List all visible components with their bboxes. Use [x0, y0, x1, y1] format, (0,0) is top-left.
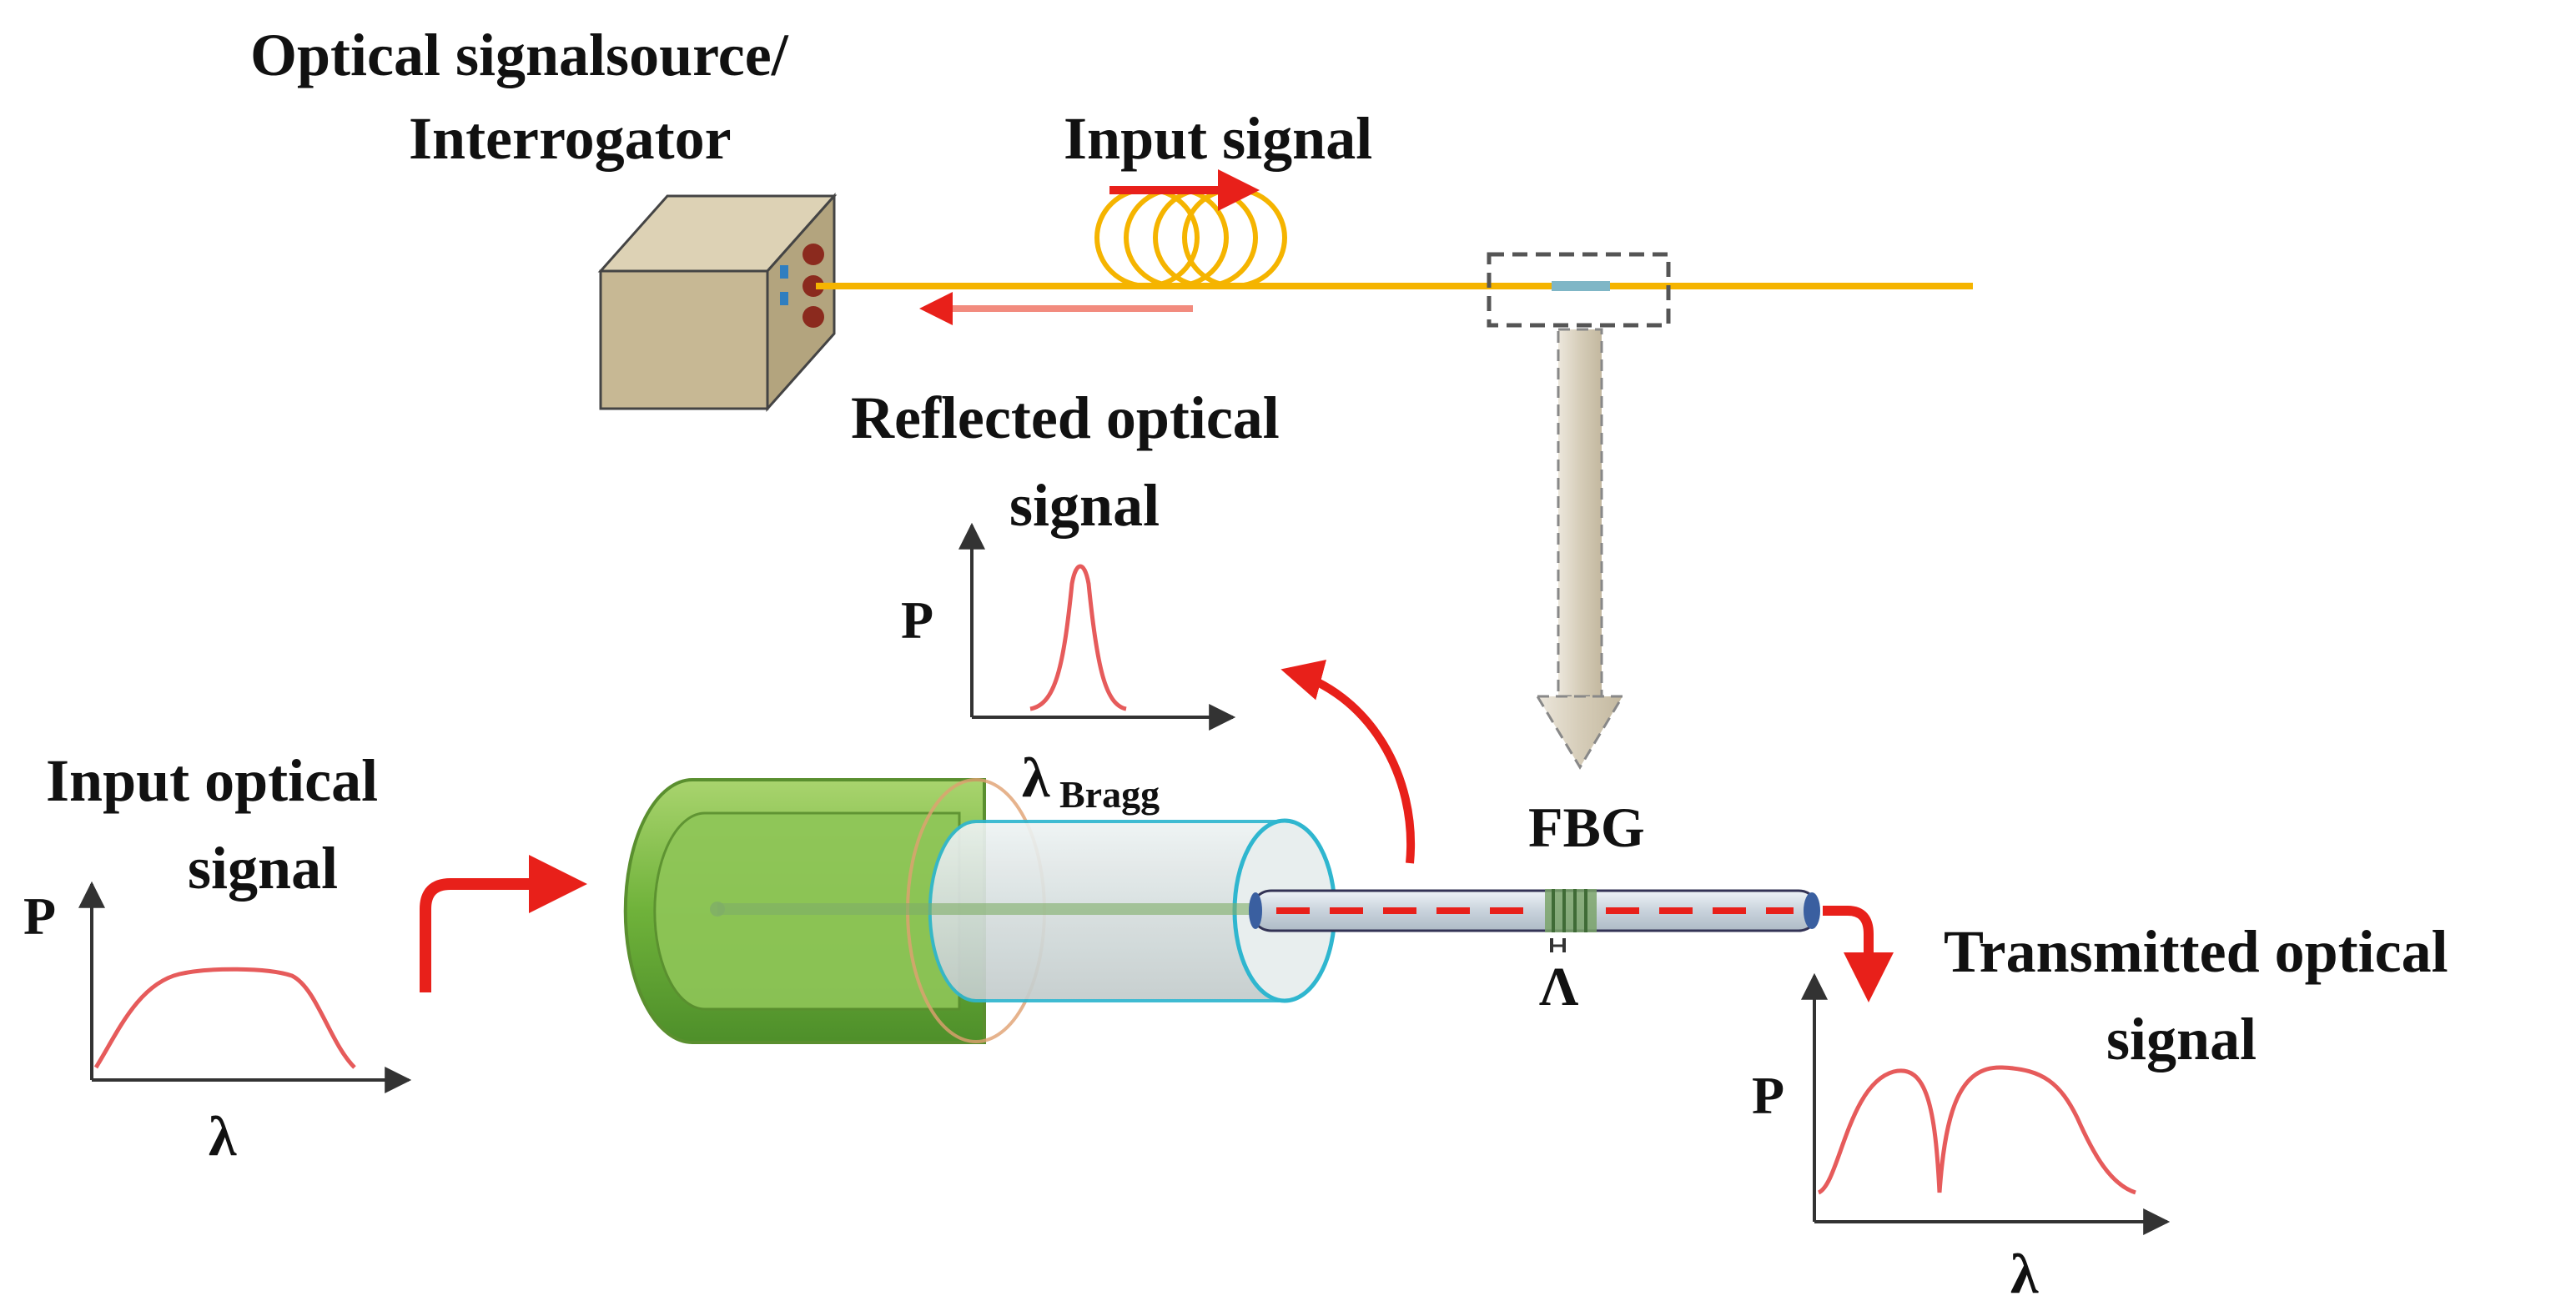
input-optical-label-line1: Input optical: [46, 747, 378, 814]
axis-label-lambda: λ: [209, 1104, 237, 1168]
reflected-label-line2: signal: [1009, 472, 1160, 539]
axis-label-power: P: [23, 887, 56, 946]
input-spectrum-graph: P λ: [23, 881, 412, 1168]
transmitted-bent-arrow: [1823, 906, 1894, 1002]
indicator-led-icon: [780, 292, 788, 305]
fiber-coil-icon: [1094, 187, 1287, 289]
input-bent-arrow: [420, 855, 587, 992]
broadband-curve: [93, 967, 356, 1069]
port-dot-icon: [802, 306, 824, 328]
fiber-cylinder: [623, 778, 1337, 1044]
axis-label-lambda: λ: [1022, 746, 1050, 809]
input-optical-label-line2: signal: [188, 835, 338, 902]
port-dot-icon: [802, 244, 824, 265]
source-label-line2: Interrogator: [409, 105, 732, 172]
indicator-led-icon: [780, 265, 788, 279]
bare-fiber: [1249, 889, 1820, 932]
axis-label-bragg: Bragg: [1059, 773, 1160, 816]
interrogator-box: [597, 193, 838, 412]
axis-label-power: P: [901, 590, 933, 650]
zoom-down-arrow: [1535, 328, 1625, 770]
fbg-detail-box: [1487, 252, 1671, 328]
period-label: Λ: [1539, 957, 1578, 1017]
transmitted-dip-curve: [1817, 1065, 2136, 1195]
transmitted-label-line2: signal: [2106, 1006, 2257, 1072]
axis-label-power: P: [1752, 1066, 1784, 1125]
fbg-label: FBG: [1528, 796, 1645, 859]
reflection-curved-arrow: [1280, 660, 1416, 864]
reflected-spectrum-graph: P λ Bragg: [901, 522, 1236, 816]
transmitted-spectrum-graph: P λ: [1752, 972, 2171, 1301]
input-signal-label: Input signal: [1064, 105, 1372, 172]
reflected-label-line1: Reflected optical: [851, 384, 1280, 451]
bragg-peak-curve: [1029, 564, 1127, 711]
transmitted-label-line1: Transmitted optical: [1944, 918, 2448, 985]
fbg-marker: [1552, 281, 1610, 291]
source-label-line1: Optical signalsource/: [250, 22, 789, 88]
fbg-grating: [1545, 889, 1597, 952]
axis-label-lambda: λ: [2010, 1242, 2039, 1301]
port-dot-icon: [802, 275, 824, 297]
